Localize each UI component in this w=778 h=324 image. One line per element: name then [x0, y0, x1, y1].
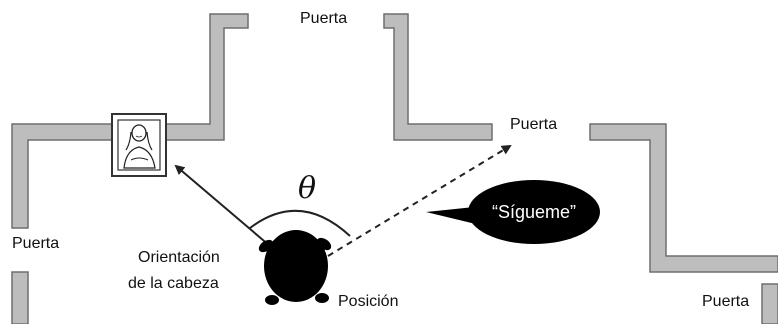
door-label-middle: Puerta — [510, 116, 557, 133]
door-label-bottom-right: Puerta — [702, 293, 749, 310]
head-orientation-arrow — [174, 164, 271, 247]
door-label-left: Puerta — [12, 235, 59, 252]
head-orientation-label-line1: Orientación — [138, 249, 220, 266]
angle-theta-label: θ — [298, 171, 316, 206]
wall-bottom-right — [761, 283, 778, 324]
wall-left-lower — [11, 271, 29, 324]
position-label: Posición — [338, 293, 398, 310]
wall-right-lower — [589, 123, 778, 273]
wall-left-upper — [11, 13, 249, 229]
person-top-view-icon — [258, 230, 332, 305]
walls — [11, 13, 778, 324]
door-label-top: Puerta — [300, 10, 347, 27]
speech-bubble-text: “Sígueme” — [492, 202, 576, 222]
position-to-door-dashed-arrow — [327, 144, 512, 257]
wall-right-upper — [383, 13, 493, 141]
speech-bubble: “Sígueme” — [426, 180, 600, 244]
mona-lisa-portrait-icon — [111, 113, 167, 177]
angle-arc — [249, 209, 351, 237]
head-orientation-label-line2: de la cabeza — [128, 275, 219, 292]
